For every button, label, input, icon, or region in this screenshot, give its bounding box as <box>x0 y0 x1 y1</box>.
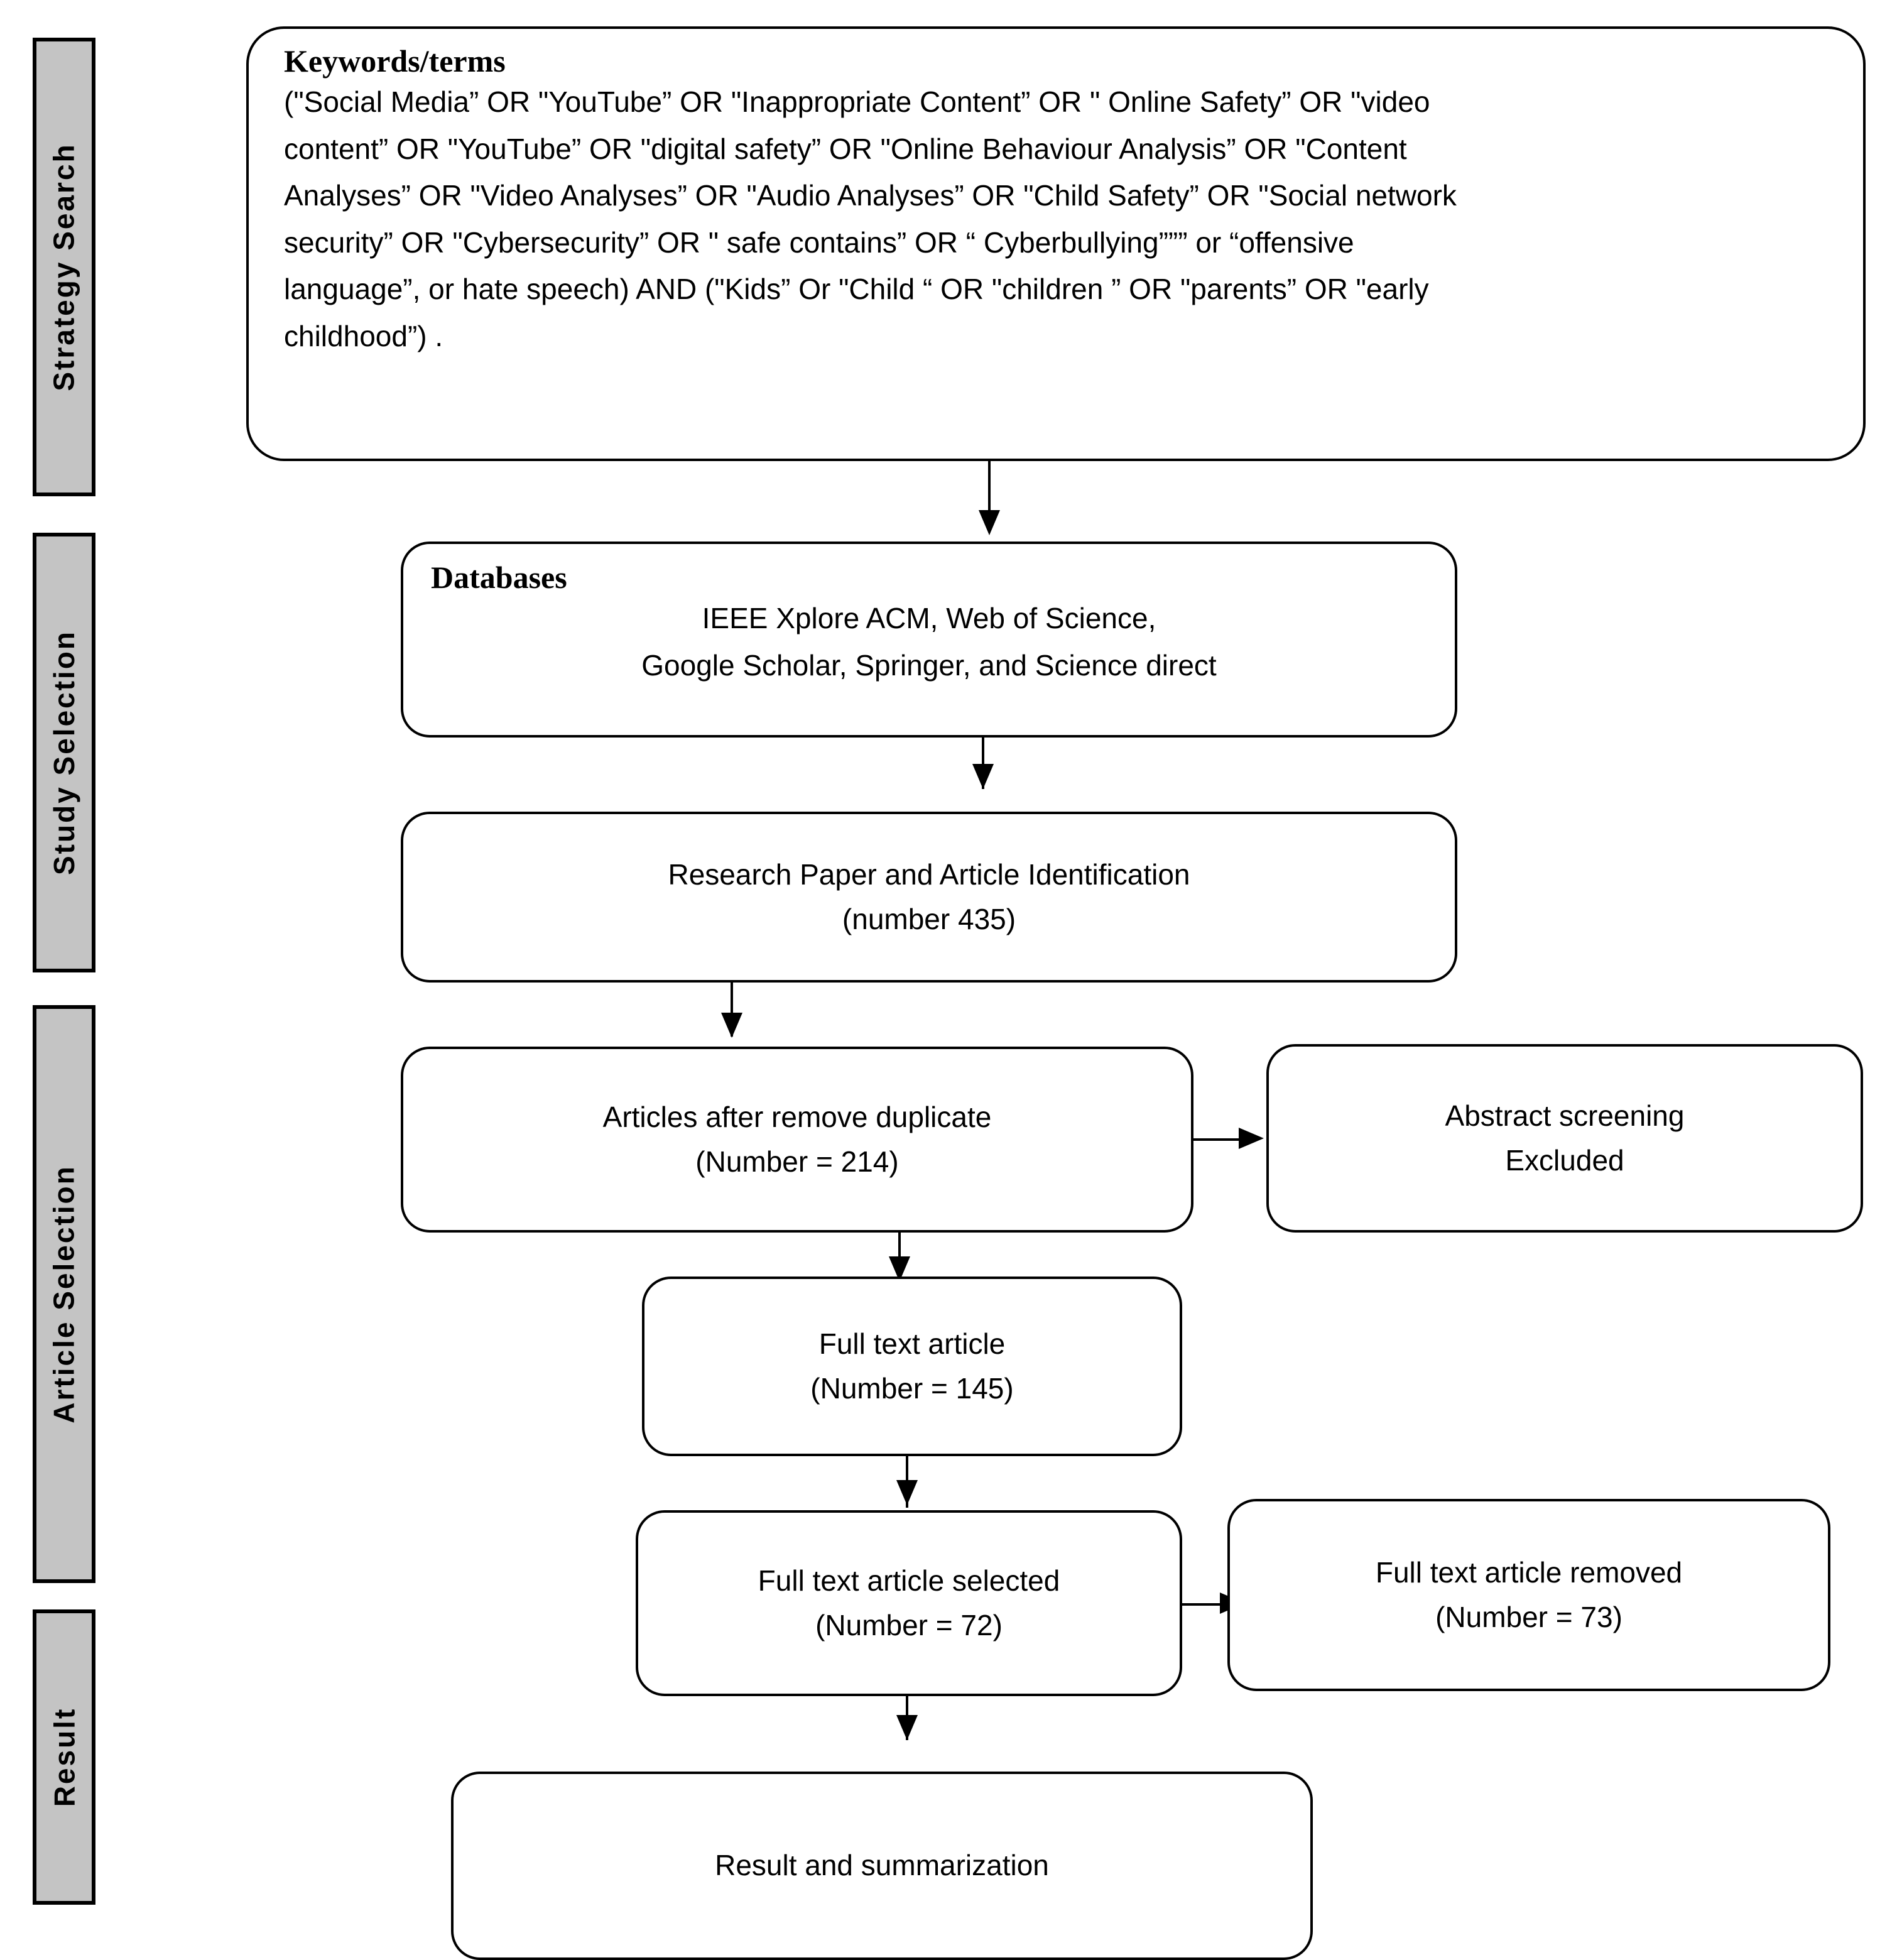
databases-line: IEEE Xplore ACM, Web of Science, <box>702 602 1156 634</box>
duplicates-count: (Number = 214) <box>695 1145 899 1178</box>
arrow-duplicates-to-abstract <box>1239 1128 1264 1149</box>
keywords-line: security” OR "Cybersecurity” OR " safe c… <box>284 226 1354 259</box>
fulltext-removed-count: (Number = 73) <box>1435 1601 1623 1633</box>
result-summarization-label: Result and summarization <box>715 1849 1049 1882</box>
connector-keywords-to-databases <box>988 461 991 514</box>
identification-box: Research Paper and Article Identificatio… <box>401 812 1457 983</box>
stage-bar-result: Result <box>33 1609 95 1905</box>
connector-selected-to-removed <box>1182 1603 1227 1606</box>
keywords-line: ("Social Media” OR "YouTube” OR "Inappro… <box>284 85 1430 118</box>
keywords-line: Analyses” OR "Video Analyses” OR "Audio … <box>284 179 1457 212</box>
keywords-line: content” OR "YouTube” OR "digital safety… <box>284 132 1407 165</box>
databases-list: IEEE Xplore ACM, Web of Science, Google … <box>431 595 1427 689</box>
keywords-query-text: ("Social Media” OR "YouTube” OR "Inappro… <box>284 79 1457 359</box>
stage-label-strategy-search: Strategy Search <box>48 143 80 391</box>
abstract-screening-box: Abstract screening Excluded <box>1266 1044 1863 1233</box>
stage-label-article-selection: Article Selection <box>48 1165 81 1424</box>
keywords-heading: Keywords/terms <box>284 43 506 79</box>
stage-bar-strategy-search: Strategy Search <box>33 38 95 496</box>
duplicates-title: Articles after remove duplicate <box>602 1100 992 1133</box>
stage-label-study-selection: Study Selection <box>48 629 81 876</box>
arrow-databases-to-identification <box>972 764 994 789</box>
fulltext-count: (Number = 145) <box>810 1372 1014 1405</box>
keywords-line: language”, or hate speech) AND ("Kids” O… <box>284 273 1429 306</box>
flowchart-canvas: Strategy Search Study Selection Article … <box>33 26 1866 1960</box>
duplicates-box: Articles after remove duplicate (Number … <box>401 1047 1193 1233</box>
connector-duplicates-to-abstract <box>1193 1138 1246 1141</box>
fulltext-removed-title: Full text article removed <box>1375 1555 1683 1589</box>
result-summarization-box: Result and summarization <box>451 1772 1313 1960</box>
fulltext-removed-box: Full text article removed (Number = 73) <box>1227 1499 1830 1691</box>
stage-bar-study-selection: Study Selection <box>33 533 95 972</box>
fulltext-selected-count: (Number = 72) <box>815 1609 1003 1642</box>
stage-bar-article-selection: Article Selection <box>33 1005 95 1583</box>
arrow-identification-to-duplicates <box>721 1013 742 1038</box>
arrow-keywords-to-databases <box>979 510 1000 535</box>
abstract-screening-status: Excluded <box>1505 1144 1624 1177</box>
databases-heading: Databases <box>431 560 567 595</box>
stage-label-result: Result <box>48 1707 80 1807</box>
abstract-screening-title: Abstract screening <box>1445 1099 1685 1132</box>
fulltext-article-box: Full text article (Number = 145) <box>642 1277 1182 1456</box>
connector-databases-to-identification <box>982 738 984 789</box>
identification-count: (number 435) <box>842 903 1016 935</box>
fulltext-selected-box: Full text article selected (Number = 72) <box>636 1510 1182 1696</box>
databases-line: Google Scholar, Springer, and Science di… <box>641 648 1217 682</box>
arrow-fulltext-to-selected <box>896 1480 918 1505</box>
arrow-selected-to-summary <box>896 1715 918 1740</box>
databases-box: Databases IEEE Xplore ACM, Web of Scienc… <box>401 542 1457 738</box>
connector-identification-to-duplicates <box>731 983 733 1037</box>
keywords-terms-box: Keywords/terms ("Social Media” OR "YouTu… <box>246 26 1866 461</box>
identification-line: Research Paper and Article Identificatio… <box>668 858 1190 891</box>
keywords-line: childhood”) . <box>284 319 443 352</box>
fulltext-selected-title: Full text article selected <box>758 1564 1060 1597</box>
fulltext-title: Full text article <box>818 1327 1006 1360</box>
